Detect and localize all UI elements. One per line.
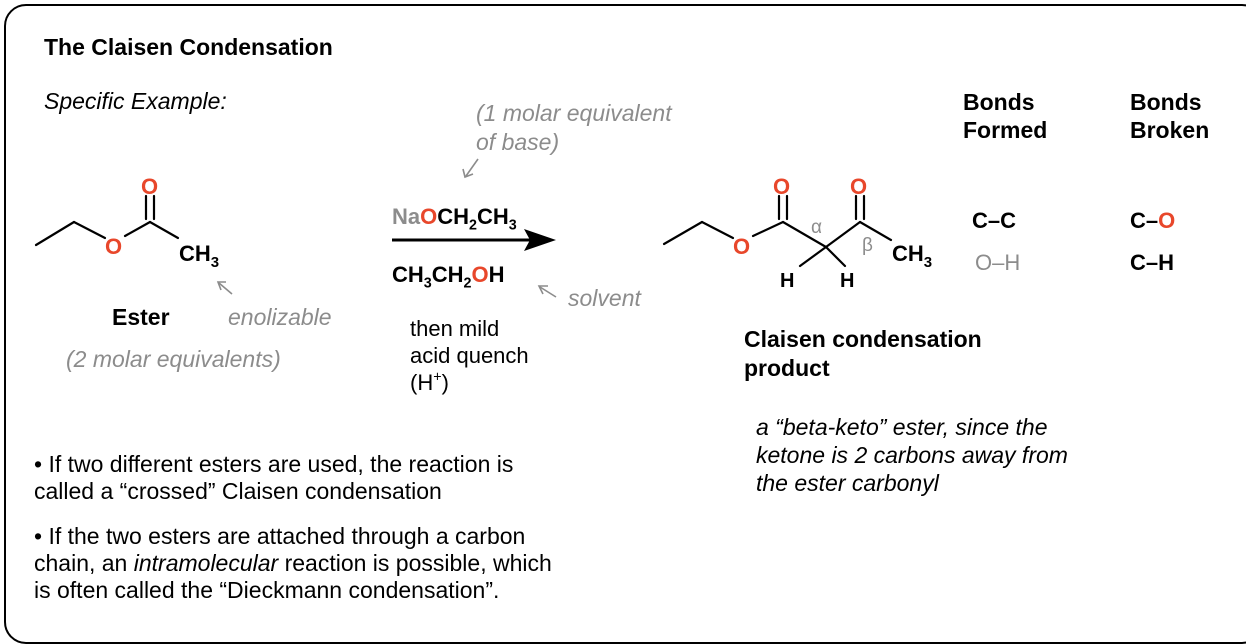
product-note-line1: a “beta-keto” ester, since the: [756, 414, 1048, 440]
product-label-line1: Claisen condensation: [744, 326, 982, 352]
enolizable-note: enolizable: [228, 304, 332, 330]
product-ketone-oxygen: O: [850, 174, 867, 199]
page-title: The Claisen Condensation: [44, 34, 333, 60]
reactant-skeleton: [34, 194, 180, 247]
product-ester-carbonyl-oxygen: O: [773, 174, 790, 199]
bond-formed-oh: O–H: [975, 250, 1021, 275]
product-hydrogen-2: H: [840, 270, 854, 292]
product-methyl: CH3: [892, 241, 932, 271]
quench-line3: (H+): [410, 369, 449, 395]
bullet-dieckmann-line1: • If the two esters are attached through…: [34, 523, 526, 549]
product-hydrogen-1: H: [780, 270, 794, 292]
product-label-line2: product: [744, 355, 830, 381]
reaction-scheme: O O CH3 O O O H H α β CH3: [34, 158, 932, 298]
solvent-note: solvent: [568, 285, 641, 311]
product-note-line3: the ester carbonyl: [756, 470, 939, 496]
alpha-label: α: [811, 217, 822, 238]
bullet-crossed-line2: called a “crossed” Claisen condensation: [34, 478, 442, 504]
reactant-methyl: CH3: [179, 241, 219, 271]
bond-broken-ch: C–H: [1130, 250, 1175, 275]
base-note-line1: (1 molar equivalent: [476, 100, 672, 126]
bond-broken-co: C–O: [1130, 208, 1176, 233]
solvent-reagent: CH3CH2OH: [392, 262, 505, 292]
reactant-ester-oxygen: O: [105, 234, 122, 259]
quench-line2: acid quench: [410, 343, 529, 368]
molar-equivalents-note: (2 molar equivalents): [66, 346, 281, 372]
bond-formed-cc: C–C: [972, 208, 1017, 233]
subtitle: Specific Example:: [44, 88, 227, 114]
bullet-dieckmann-line2: chain, an intramolecular reaction is pos…: [34, 550, 552, 576]
product-skeleton: [662, 194, 893, 268]
bullet-dieckmann-line3: is often called the “Dieckmann condensat…: [34, 577, 500, 603]
reactant-carbonyl-oxygen: O: [141, 174, 158, 199]
bullet-crossed-line1: • If two different esters are used, the …: [34, 451, 514, 477]
annotation-arrows: [216, 158, 557, 298]
reaction-arrow: [392, 229, 556, 251]
quench-line1: then mild: [410, 316, 500, 341]
product-ester-oxygen: O: [733, 234, 750, 259]
reactant-label: Ester: [112, 304, 170, 330]
product-note-line2: ketone is 2 carbons away from: [756, 442, 1068, 468]
beta-label: β: [862, 235, 873, 256]
base-note-line2: of base): [476, 129, 560, 155]
base-reagent: NaOCH2CH3: [392, 204, 517, 234]
